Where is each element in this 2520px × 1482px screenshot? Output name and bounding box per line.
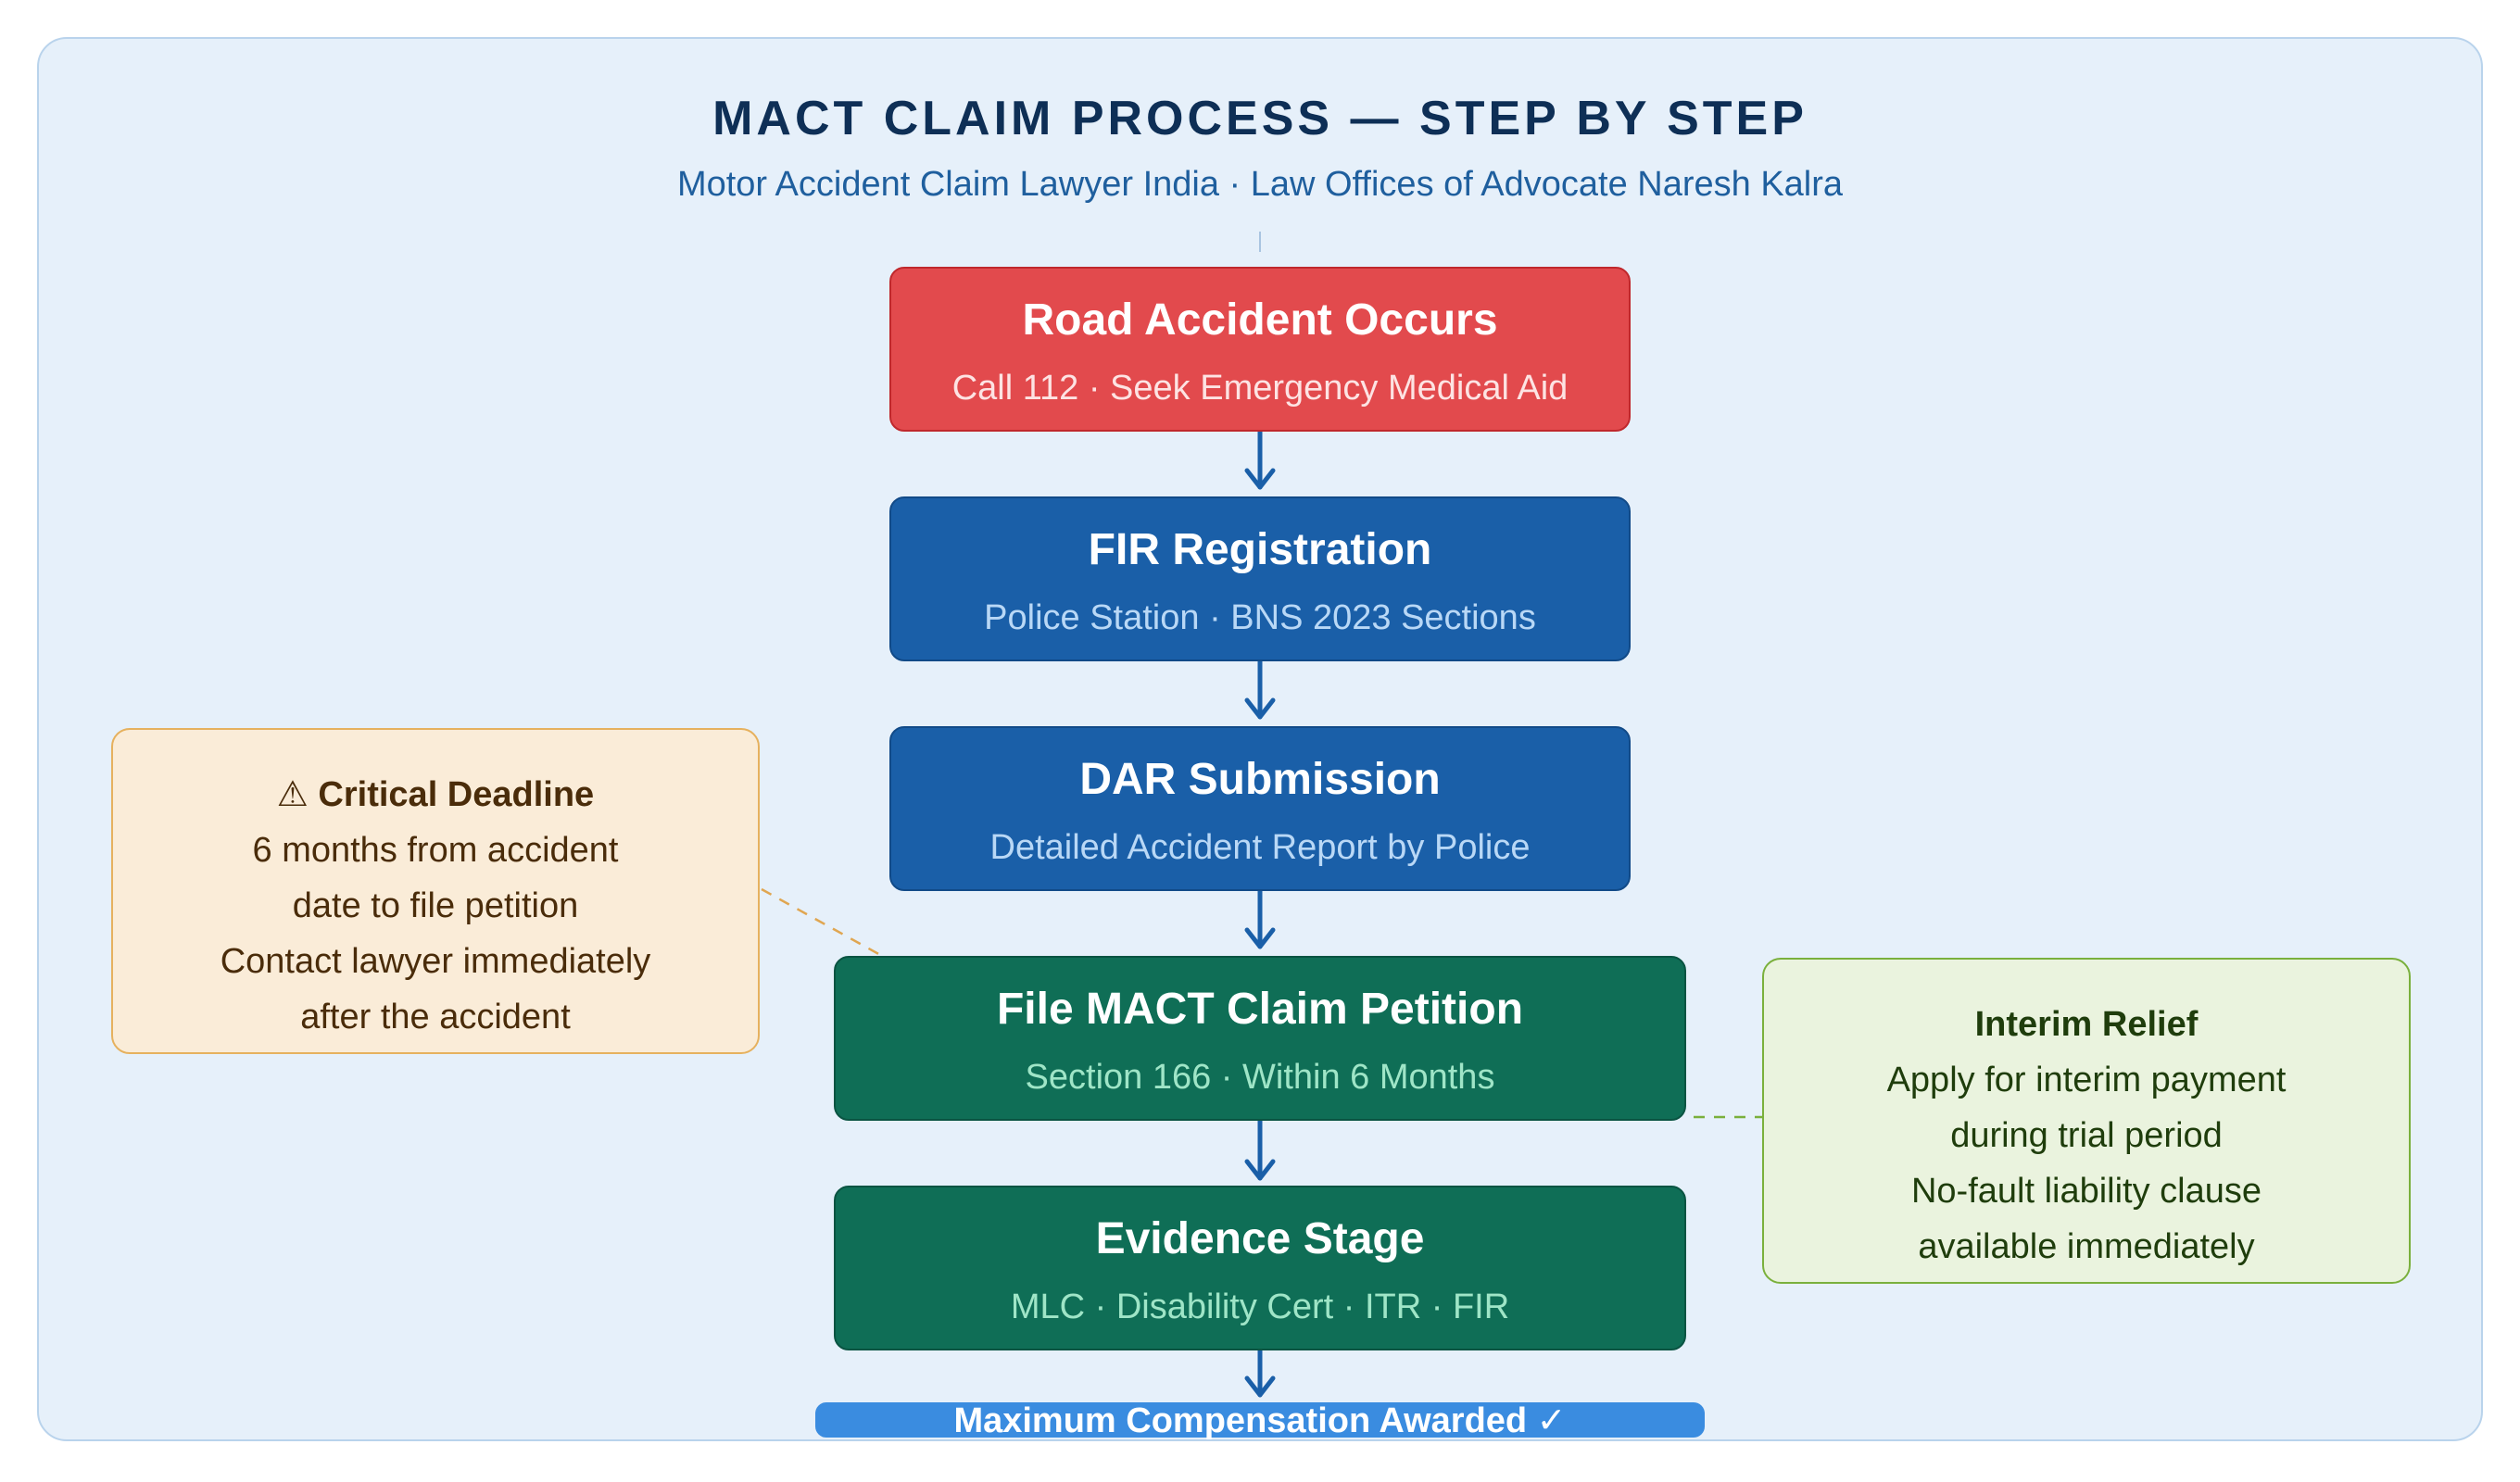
arrow-5	[1244, 1348, 1276, 1398]
step-fir-registration: FIR Registration Police Station · BNS 20…	[889, 496, 1631, 661]
step-dar-submission: DAR Submission Detailed Accident Report …	[889, 726, 1631, 891]
note-line: Contact lawyer immediately	[220, 942, 651, 981]
step-file-petition: File MACT Claim Petition Section 166 · W…	[834, 956, 1686, 1121]
interim-relief-note: Interim Relief Apply for interim payment…	[1762, 958, 2411, 1284]
step-subtitle: Call 112 · Seek Emergency Medical Aid	[951, 369, 1569, 408]
step-title: FIR Registration	[1088, 525, 1432, 574]
note-heading: ⚠ Critical Deadline	[276, 775, 595, 814]
note-line: after the accident	[300, 998, 571, 1036]
step-title: DAR Submission	[1079, 755, 1441, 804]
step-road-accident: Road Accident Occurs Call 112 · Seek Eme…	[889, 267, 1631, 432]
step-title: Evidence Stage	[1095, 1214, 1425, 1263]
diagram-title: MACT CLAIM PROCESS — STEP BY STEP	[712, 92, 1808, 145]
arrow-4	[1244, 1118, 1276, 1181]
step-subtitle: MLC · Disability Cert · ITR · FIR	[1010, 1287, 1510, 1326]
diagram-subtitle: Motor Accident Claim Lawyer India · Law …	[676, 165, 1844, 204]
arrow-3	[1244, 888, 1276, 949]
note-line: date to file petition	[292, 886, 579, 925]
note-line: available immediately	[1918, 1227, 2255, 1266]
note-line: No-fault liability clause	[1910, 1172, 2262, 1211]
note-line: Apply for interim payment	[1886, 1061, 2287, 1099]
step-subtitle: Police Station · BNS 2023 Sections	[984, 598, 1536, 637]
note-heading: Interim Relief	[1974, 1005, 2199, 1044]
step-subtitle: Section 166 · Within 6 Months	[1025, 1058, 1495, 1097]
step-title: Road Accident Occurs	[1022, 295, 1498, 345]
step-title: File MACT Claim Petition	[996, 985, 1524, 1034]
note-line: 6 months from accident	[252, 831, 619, 870]
step-subtitle: Detailed Accident Report by Police	[989, 828, 1531, 867]
step-evidence: Evidence Stage MLC · Disability Cert · I…	[834, 1186, 1686, 1350]
note-line: during trial period	[1950, 1116, 2223, 1155]
critical-deadline-note: ⚠ Critical Deadline 6 months from accide…	[111, 728, 760, 1054]
deadline-connector	[761, 887, 883, 958]
arrow-2	[1244, 659, 1276, 720]
final-outcome-banner: Maximum Compensation Awarded ✓	[815, 1402, 1705, 1439]
arrow-1	[1244, 429, 1276, 490]
